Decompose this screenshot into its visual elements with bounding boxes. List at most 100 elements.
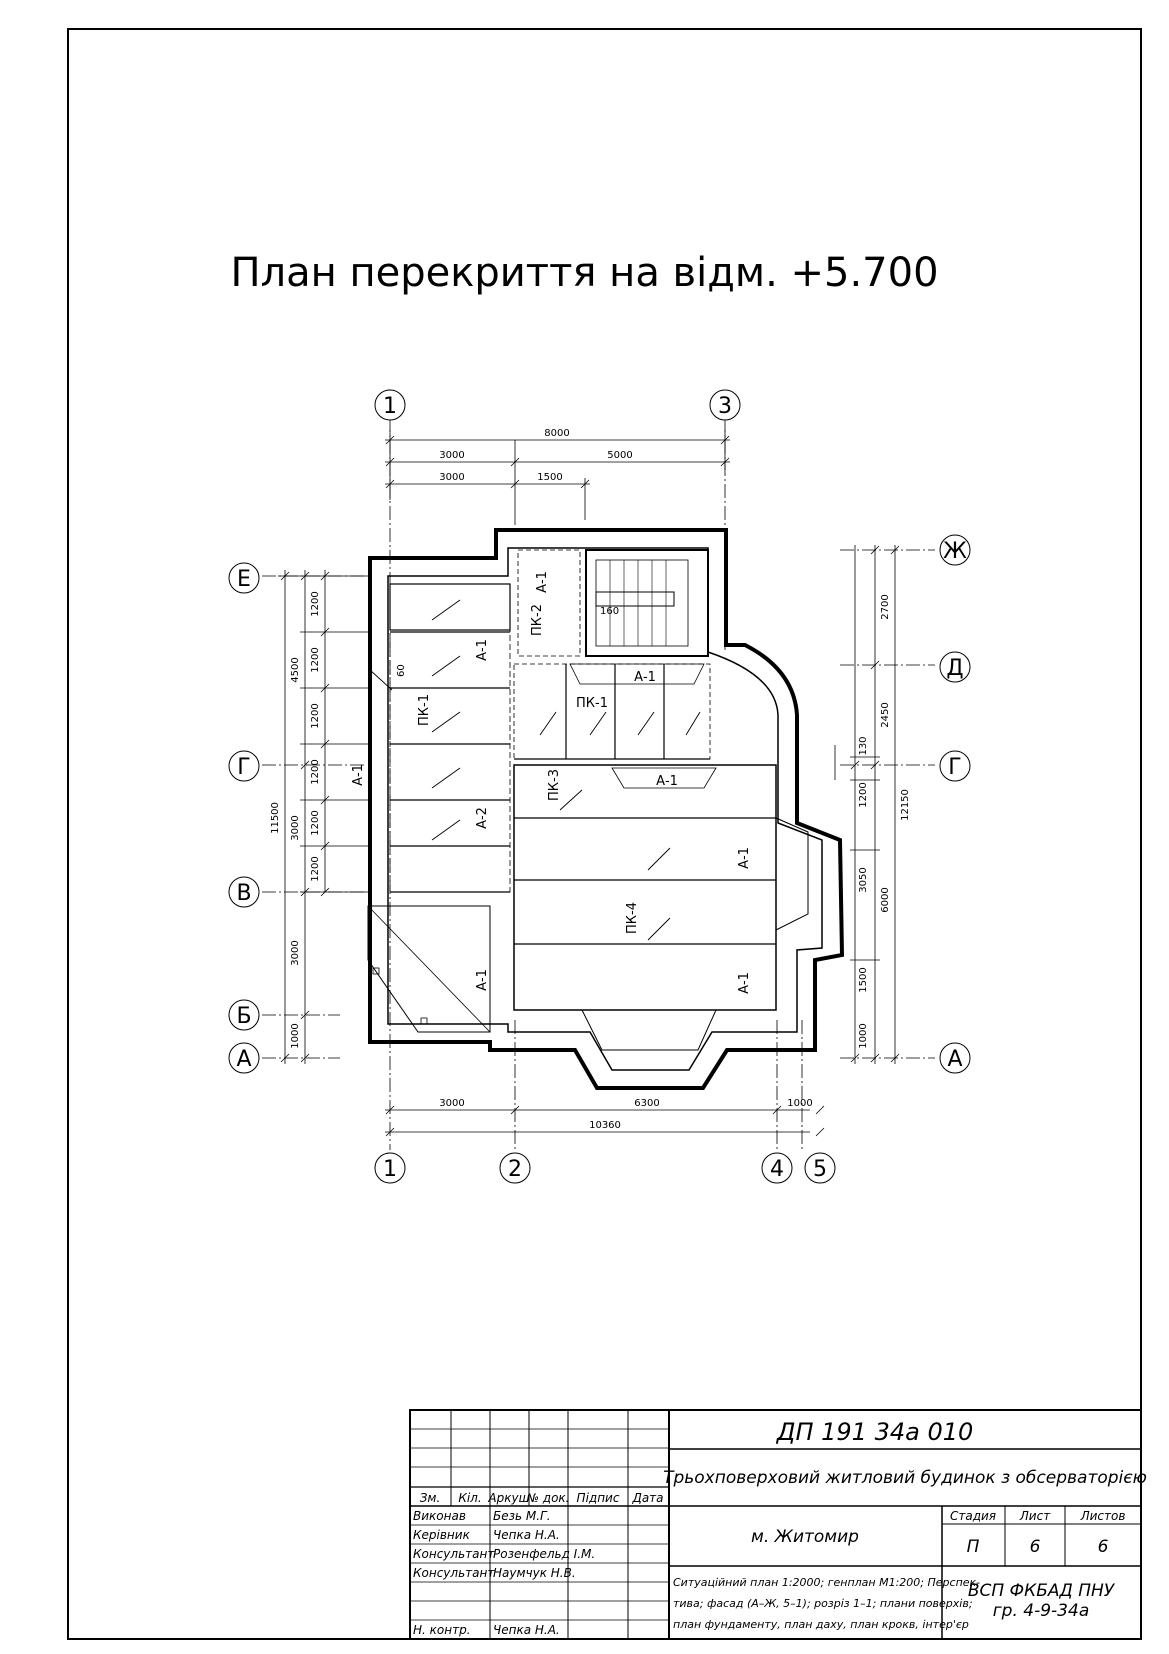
axis-B-left: Б <box>236 1004 251 1029</box>
stamp-name-3: Розенфельд І.М. <box>493 1547 595 1561</box>
label-a1-left: А-1 <box>351 764 366 786</box>
label-pk3: ПК-3 <box>547 769 562 801</box>
axis-G-left: Г <box>237 755 250 780</box>
left-dimension-lines <box>278 570 370 1064</box>
stamp-header-pidpys: Підпис <box>577 1491 620 1505</box>
axis-E-left: Е <box>237 567 251 592</box>
stamp-code: ДП 191 34а 010 <box>776 1418 974 1446</box>
dim-detail-60: 60 <box>396 664 407 677</box>
stamp-contents-2: тива; фасад (А–Ж, 5–1); розріз 1–1; план… <box>673 1597 973 1610</box>
dim-right-7: 1000 <box>858 1023 869 1048</box>
dim-left-3: 1200 <box>310 703 321 728</box>
label-a1-left-top: А-1 <box>475 639 490 661</box>
stamp-location: м. Житомир <box>751 1527 859 1547</box>
stamp-sheets: 6 <box>1098 1537 1109 1557</box>
axis-labels: 1 3 1 2 4 5 Е Г В Б А Ж Д Г А <box>236 394 967 1182</box>
dim-right-1: 2700 <box>880 594 891 619</box>
label-pk4: ПК-4 <box>625 902 640 934</box>
stamp-name-2: Чепка Н.А. <box>493 1528 560 1542</box>
label-a1-lower-left: А-1 <box>475 969 490 991</box>
dim-bottom-b: 6300 <box>634 1098 659 1109</box>
axis-4-bottom: 4 <box>770 1157 784 1182</box>
dim-right-3: 130 <box>858 736 869 755</box>
label-pk1-mid: ПК-1 <box>576 696 608 711</box>
stamp-name-4: Наумчук Н.В. <box>493 1566 576 1580</box>
dim-left-1: 1200 <box>310 591 321 616</box>
top-dimension-lines <box>385 430 730 525</box>
label-pk2: ПК-2 <box>530 604 545 636</box>
bottom-dimension-values: 3000 6300 1000 10360 <box>439 1098 812 1131</box>
label-a1-center: А-1 <box>656 774 678 789</box>
dim-right-outer: 12150 <box>900 789 911 821</box>
dim-right-2: 2450 <box>880 702 891 727</box>
label-pk1-left: ПК-1 <box>417 694 432 726</box>
axis-D-right: Д <box>946 656 963 681</box>
dim-top-r1-b: 5000 <box>607 450 632 461</box>
stamp-role-5: Н. контр. <box>413 1623 471 1637</box>
stamp-header-data: Дата <box>631 1491 663 1505</box>
axis-G-right: Г <box>948 755 961 780</box>
left-dimension-values: 1200 1200 1200 1200 1200 1200 4500 3000 … <box>270 591 321 1048</box>
stamp-header-doc: № док. <box>526 1491 570 1505</box>
stamp-role-1: Виконав <box>413 1509 466 1523</box>
dim-right-mid: 6000 <box>880 887 891 912</box>
dim-left-mid-2: 3000 <box>290 815 301 840</box>
label-a2: А-2 <box>475 807 490 829</box>
bottom-dimension-lines <box>385 1105 825 1137</box>
dim-top-r1-a: 3000 <box>439 450 464 461</box>
axis-bubbles <box>228 389 971 1184</box>
dim-left-mid-1: 4500 <box>290 657 301 682</box>
title-block <box>409 1409 1142 1640</box>
stamp-contents-1: Ситуаційний план 1:2000; генплан М1:200;… <box>673 1576 980 1589</box>
label-a1-mid: А-1 <box>634 670 656 685</box>
stamp-org-1: ВСП ФКБАД ПНУ <box>968 1581 1116 1601</box>
detail-dims: 60 160 <box>396 606 619 677</box>
stamp-org-2: гр. 4-9-34а <box>993 1601 1089 1621</box>
label-a1-right-top: А-1 <box>737 847 752 869</box>
dim-left-5: 1200 <box>310 810 321 835</box>
dim-left-4: 1200 <box>310 759 321 784</box>
dim-top-r2-b: 1500 <box>537 472 562 483</box>
sheet-frame <box>67 28 1142 1640</box>
label-a1-right-bottom: А-1 <box>737 972 752 994</box>
panel-labels: ПК-1 ПК-1 ПК-2 ПК-3 ПК-4 А-1 А-1 А-2 А-1… <box>351 571 752 994</box>
stamp-stage: П <box>967 1537 980 1557</box>
stamp-stage-label: Стадия <box>950 1509 996 1523</box>
axis-1-bottom: 1 <box>383 1157 397 1182</box>
dim-top-total: 8000 <box>544 428 569 439</box>
right-dimension-values: 2700 2450 130 1200 3050 1500 1000 6000 1… <box>858 594 911 1048</box>
stamp-name-5: Чепка Н.А. <box>493 1623 560 1637</box>
dim-left-mid-4: 1000 <box>290 1023 301 1048</box>
stamp-project: Трьохповерховий житловий будинок з обсер… <box>663 1468 1147 1488</box>
right-dimension-lines <box>834 545 900 1064</box>
slab-panels <box>367 549 809 1051</box>
stamp-header-zm: Зм. <box>420 1491 441 1505</box>
stamp-role-3: Консультант <box>413 1547 495 1561</box>
dim-left-mid-3: 3000 <box>290 940 301 965</box>
stamp-contents-3: план фундаменту, план даху, план крокв, … <box>673 1618 969 1631</box>
stamp-name-1: Безь М.Г. <box>493 1509 551 1523</box>
stamp-header-kil: Кіл. <box>458 1491 481 1505</box>
dim-left-6: 1200 <box>310 856 321 881</box>
dim-left-2: 1200 <box>310 647 321 672</box>
dim-right-5: 3050 <box>858 867 869 892</box>
title-block-text: ДП 191 34а 010 Трьохповерховий житловий … <box>413 1418 1147 1637</box>
dim-bottom-c: 1000 <box>787 1098 812 1109</box>
dim-bottom-a: 3000 <box>439 1098 464 1109</box>
drawing-title: План перекриття на відм. +5.700 <box>230 250 939 296</box>
stamp-sheet: 6 <box>1030 1537 1041 1557</box>
dim-bottom-total: 10360 <box>589 1120 621 1131</box>
stamp-sheets-label: Листов <box>1080 1509 1126 1523</box>
dim-detail-160: 160 <box>600 606 619 617</box>
stamp-role-4: Консультант <box>413 1566 495 1580</box>
axis-3-top: 3 <box>718 394 732 419</box>
stamp-role-2: Керівник <box>413 1528 471 1542</box>
dim-right-6: 1500 <box>858 967 869 992</box>
dim-right-4: 1200 <box>858 782 869 807</box>
top-dimension-values: 8000 3000 5000 3000 1500 <box>439 428 632 483</box>
axis-A-left: А <box>236 1047 251 1072</box>
axis-V-left: В <box>236 881 251 906</box>
axis-2-bottom: 2 <box>508 1157 522 1182</box>
